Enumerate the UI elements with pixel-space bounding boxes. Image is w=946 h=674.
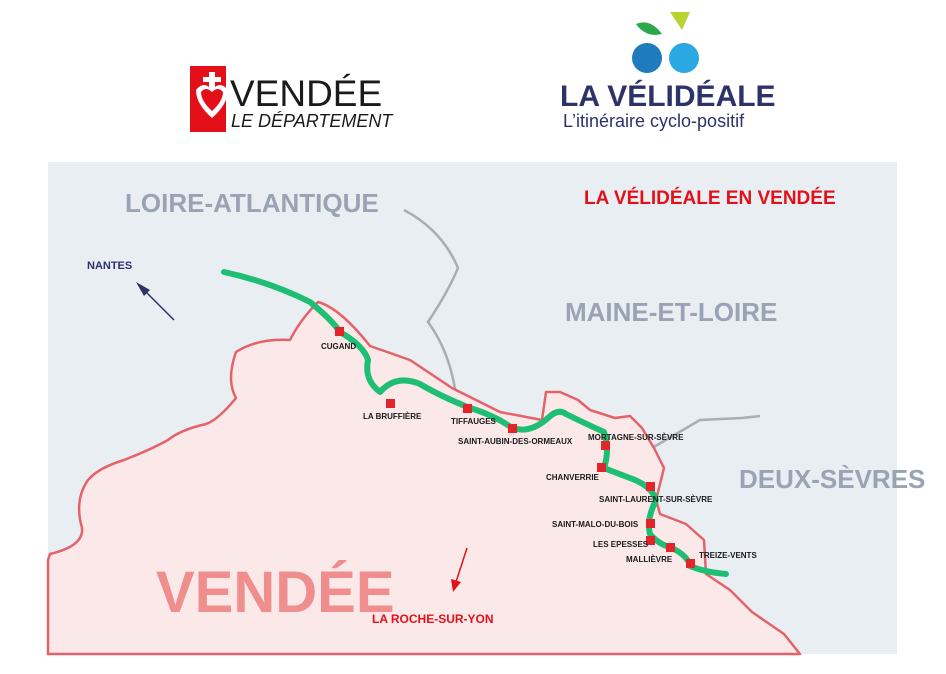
- vendee-department-shape: [46, 300, 802, 656]
- velideale-logo: LA VÉLIDÉALE L’itinéraire cyclo-positif: [560, 12, 776, 131]
- stop-label-mallievre: MALLIÈVRE: [626, 555, 673, 564]
- vendee-logo-subtitle: LE DÉPARTEMENT: [231, 111, 394, 131]
- direction-nantes: NANTES: [87, 260, 132, 272]
- stop-marker: [463, 404, 472, 413]
- vendee-heart-emblem: [190, 66, 228, 132]
- stop-label-mortagne-sur-sevre: MORTAGNE-SUR-SÈVRE: [588, 433, 684, 442]
- stop-marker: [646, 536, 655, 545]
- la-roche-sur-yon-arrow: [451, 547, 468, 592]
- region-loire-atlantique: LOIRE-ATLANTIQUE: [125, 188, 379, 218]
- map-title: LA VÉLIDÉALE EN VENDÉE: [584, 187, 836, 209]
- stop-marker: [666, 543, 675, 552]
- stop-label-la-bruffiere: LA BRUFFIÈRE: [363, 412, 422, 421]
- maine-et-loire-border: [403, 208, 460, 396]
- region-deux-sevres: DEUX-SÈVRES: [739, 464, 925, 494]
- velideale-logo-name: LA VÉLIDÉALE: [560, 79, 776, 113]
- stop-marker: [646, 519, 655, 528]
- velideale-logo-tagline: L’itinéraire cyclo-positif: [563, 111, 745, 131]
- vendee-logo-name: VENDÉE: [230, 73, 382, 114]
- stop-marker: [508, 424, 517, 433]
- region-vendee: VENDÉE: [156, 560, 395, 625]
- stop-label-cugand: CUGAND: [321, 342, 356, 351]
- stop-marker: [386, 399, 395, 408]
- stop-label-les-epesses: LES EPESSES: [593, 540, 649, 549]
- stop-label-saint-malo-du-bois: SAINT-MALO-DU-BOIS: [552, 520, 639, 529]
- direction-la-roche-sur-yon: LA ROCHE-SUR-YON: [372, 612, 494, 626]
- stop-label-tiffauges: TIFFAUGES: [451, 417, 497, 426]
- stop-label-chanverrie: CHANVERRIE: [546, 473, 600, 482]
- stop-marker: [601, 441, 610, 450]
- stop-label-saint-aubin-des-ormeaux: SAINT-AUBIN-DES-ORMEAUX: [458, 437, 573, 446]
- stop-marker: [335, 327, 344, 336]
- region-maine-et-loire: MAINE-ET-LOIRE: [565, 297, 777, 327]
- velideale-route: [221, 269, 729, 577]
- deux-sevres-border: [651, 414, 761, 450]
- stop-marker: [597, 463, 606, 472]
- stop-marker: [646, 482, 655, 491]
- stop-label-saint-laurent-sur-sevre: SAINT-LAURENT-SUR-SÈVRE: [599, 495, 713, 504]
- nantes-arrow: [136, 282, 175, 321]
- stop-marker: [686, 559, 695, 568]
- vendee-logo: VENDÉE LE DÉPARTEMENT: [190, 66, 394, 132]
- stop-label-treize-vents: TREIZE-VENTS: [699, 551, 757, 560]
- velideale-emblem: [632, 12, 699, 73]
- stop-markers: [335, 327, 695, 568]
